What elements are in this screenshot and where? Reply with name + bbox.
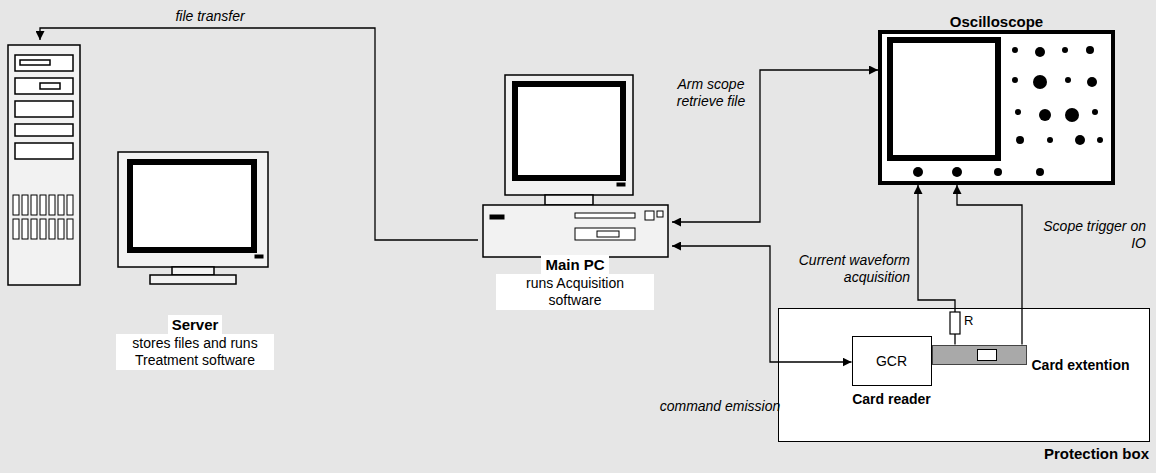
main-pc: Main PCruns Acquisition software [478, 72, 672, 310]
edge-label: Scope trigger on IO [1030, 218, 1146, 252]
extension-bar [932, 345, 1027, 365]
card-reader: GCR Card reader [852, 336, 932, 416]
protection-box: Protection boxGCRCard readerCard extenti… [778, 308, 1150, 442]
node-text: runs Acquisition software [496, 274, 654, 310]
component-label: R [964, 313, 973, 328]
node-title: Card extention [1032, 357, 1130, 373]
server: Serverstores files and runs Treatment so… [5, 40, 275, 370]
pc-illustration [483, 75, 668, 257]
server-tower [8, 45, 80, 285]
connector [40, 28, 478, 240]
oscilloscope: Oscilloscope [878, 30, 1115, 185]
oscilloscope-face [880, 32, 1113, 183]
edge-label: file transfer [150, 8, 270, 25]
edge-label: Current waveform acquisition [772, 252, 910, 286]
connector [957, 185, 1022, 345]
node-title: Main PC [541, 255, 608, 274]
node-title: GCR [852, 336, 932, 386]
node-title: Oscilloscope [882, 13, 1111, 30]
resistor-symbol [950, 312, 960, 334]
node-text: Card reader [852, 391, 932, 407]
node-title: Server [168, 315, 223, 334]
card-extension: Card extention [932, 345, 1148, 381]
connector [672, 70, 878, 222]
edge-label: command emission [645, 398, 795, 415]
node-title: Protection box [1044, 445, 1149, 462]
io-contact [977, 349, 997, 361]
edge-label: Arm scope retrieve file [668, 76, 754, 110]
server-monitor [118, 152, 268, 284]
protection-fill [779, 309, 1149, 441]
node-text: stores files and runs Treatment software [116, 334, 274, 370]
